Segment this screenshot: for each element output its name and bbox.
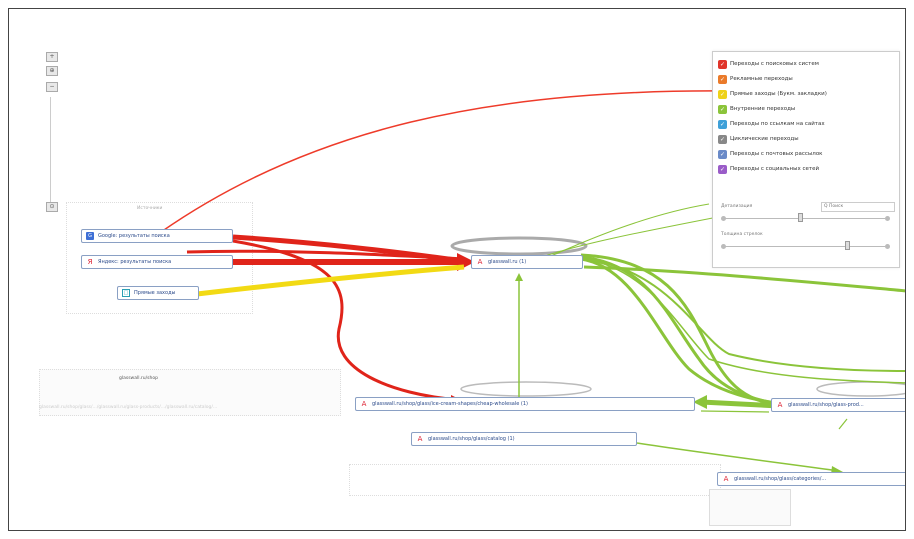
arrowhead-right-category — [693, 395, 707, 409]
legend-item[interactable]: ✓Переходы с социальных сетей — [718, 164, 819, 175]
node-direct-label: Прямые заходы — [134, 290, 176, 296]
legend-item-label: Циклические переходы — [730, 136, 799, 142]
legend-item-label: Рекламные переходы — [730, 76, 793, 82]
node-yandex-label: Яндекс: результаты поиска — [98, 259, 172, 265]
legend-item-label: Переходы с социальных сетей — [730, 166, 820, 172]
legend-item-label: Внутренние переходы — [730, 106, 796, 112]
checkbox-icon[interactable]: ✓ — [718, 60, 727, 69]
edge-main-out-1 — [583, 265, 905, 293]
google-icon: G — [86, 232, 94, 240]
legend-panel: ✓Переходы с поисковых систем ✓Рекламные … — [712, 51, 900, 268]
zoom-toolbar: + ⊕ − ⊙ — [44, 52, 58, 217]
edge-yandex-main-2 — [186, 249, 465, 261]
zoom-track[interactable] — [50, 97, 51, 207]
edge-category-right — [700, 410, 770, 413]
bottom-preview — [709, 489, 791, 526]
page-icon: A — [361, 400, 367, 408]
zoom-reset-button[interactable]: ⊙ — [46, 202, 58, 212]
node-direct[interactable]: □ Прямые заходы — [117, 286, 199, 300]
page-icon: A — [723, 475, 729, 483]
slider-end-icon — [885, 216, 890, 221]
node-bottom-right-page[interactable]: A glasswall.ru/shop/glass/categories/... — [717, 472, 905, 486]
legend-item[interactable]: ✓Переходы с поисковых систем — [718, 59, 819, 70]
slider-start-icon — [721, 244, 726, 249]
edge-search-long — [160, 90, 730, 233]
edge-child-bottom — [636, 442, 840, 472]
node-category-page[interactable]: A glasswall.ru/shop/glass/ice-cream-shap… — [355, 397, 695, 411]
legend-item-label: Переходы с почтовых рассылок — [730, 151, 823, 157]
sources-group-label: Источники — [137, 206, 163, 211]
node-bottom-right-page-label: glasswall.ru/shop/glass/categories/... — [734, 476, 827, 482]
checkbox-icon[interactable]: ✓ — [718, 75, 727, 84]
arrowhead-category-main — [515, 273, 523, 281]
slider-start-icon — [721, 216, 726, 221]
node-yandex[interactable]: Я Яндекс: результаты поиска — [81, 255, 233, 269]
size-label: Толщина стрелок — [721, 232, 763, 237]
checkbox-icon[interactable]: ✓ — [718, 120, 727, 129]
edge-main-out-2 — [583, 258, 905, 372]
checkbox-icon[interactable]: ✓ — [718, 150, 727, 159]
checkbox-icon[interactable]: ✓ — [718, 90, 727, 99]
node-google[interactable]: G Google: результаты поиска — [81, 229, 233, 243]
detail-slider-track[interactable] — [725, 218, 885, 219]
diagram-frame: Источники glasswall.ru/shop glasswall.ru… — [8, 8, 906, 531]
legend-item[interactable]: ✓Переходы с почтовых рассылок — [718, 149, 823, 160]
checkbox-icon[interactable]: ✓ — [718, 105, 727, 114]
edge-google-category — [232, 239, 460, 402]
page-icon: A — [477, 258, 483, 266]
legend-search-field[interactable]: Q Поиск — [821, 202, 895, 212]
site-group-label: glasswall.ru/shop — [119, 376, 158, 381]
edge-main-out-3 — [583, 258, 905, 384]
edge-main-right-c — [580, 257, 780, 405]
node-category-page-label: glasswall.ru/shop/glass/ice-cream-shapes… — [372, 401, 529, 407]
legend-item-label: Переходы по ссылкам на сайтах — [730, 121, 825, 127]
legend-item[interactable]: ✓Переходы по ссылкам на сайтах — [718, 119, 825, 130]
edge-to-main-2 — [548, 203, 710, 258]
node-main-page-label: glasswall.ru (1) — [488, 259, 527, 265]
legend-item[interactable]: ✓Рекламные переходы — [718, 74, 793, 85]
legend-item[interactable]: ✓Внутренние переходы — [718, 104, 795, 115]
zoom-out-button[interactable]: − — [46, 82, 58, 92]
zoom-in-button[interactable]: + — [46, 52, 58, 62]
node-child-page-label: glasswall.ru/shop/glass/catalog (1) — [428, 436, 515, 442]
cycle-loop-category — [460, 381, 592, 397]
page-icon: A — [777, 401, 783, 409]
detail-slider-knob[interactable] — [798, 213, 803, 222]
sources-group — [66, 202, 253, 314]
legend-item[interactable]: ✓Прямые заходы (Букм. закладки) — [718, 89, 827, 100]
cycle-loop-main — [450, 236, 588, 256]
edge-right-category — [700, 399, 780, 409]
edge-direct-main — [196, 264, 465, 297]
size-slider-knob[interactable] — [845, 241, 850, 250]
edges-layer — [160, 90, 905, 475]
legend-item-label: Переходы с поисковых систем — [730, 61, 819, 67]
node-right-page[interactable]: A glasswall.ru/shop/glass-prod... — [771, 398, 905, 412]
zoom-fit-button[interactable]: ⊕ — [46, 66, 58, 76]
bottom-row-text: glasswall.ru/shop/glass/.../glasswall.ru… — [39, 405, 218, 410]
detail-label: Детализация — [721, 204, 753, 209]
node-right-page-label: glasswall.ru/shop/glass-prod... — [788, 402, 864, 408]
size-slider-track[interactable] — [725, 246, 885, 247]
node-main-page[interactable]: A glasswall.ru (1) — [471, 255, 583, 269]
edge-main-right-b — [580, 255, 780, 406]
yandex-icon: Я — [87, 258, 93, 266]
legend-item[interactable]: ✓Циклические переходы — [718, 134, 799, 145]
site-group — [39, 369, 341, 416]
node-google-label: Google: результаты поиска — [98, 233, 170, 239]
slider-end-icon — [885, 244, 890, 249]
cycle-loop-right — [816, 381, 905, 397]
edge-right-down — [838, 418, 848, 430]
checkbox-icon[interactable]: ✓ — [718, 165, 727, 174]
legend-item-label: Прямые заходы (Букм. закладки) — [730, 91, 827, 97]
direct-icon: □ — [122, 289, 130, 297]
checkbox-icon[interactable]: ✓ — [718, 135, 727, 144]
page-icon: A — [417, 435, 423, 443]
node-child-page[interactable]: A glasswall.ru/shop/glass/catalog (1) — [411, 432, 637, 446]
